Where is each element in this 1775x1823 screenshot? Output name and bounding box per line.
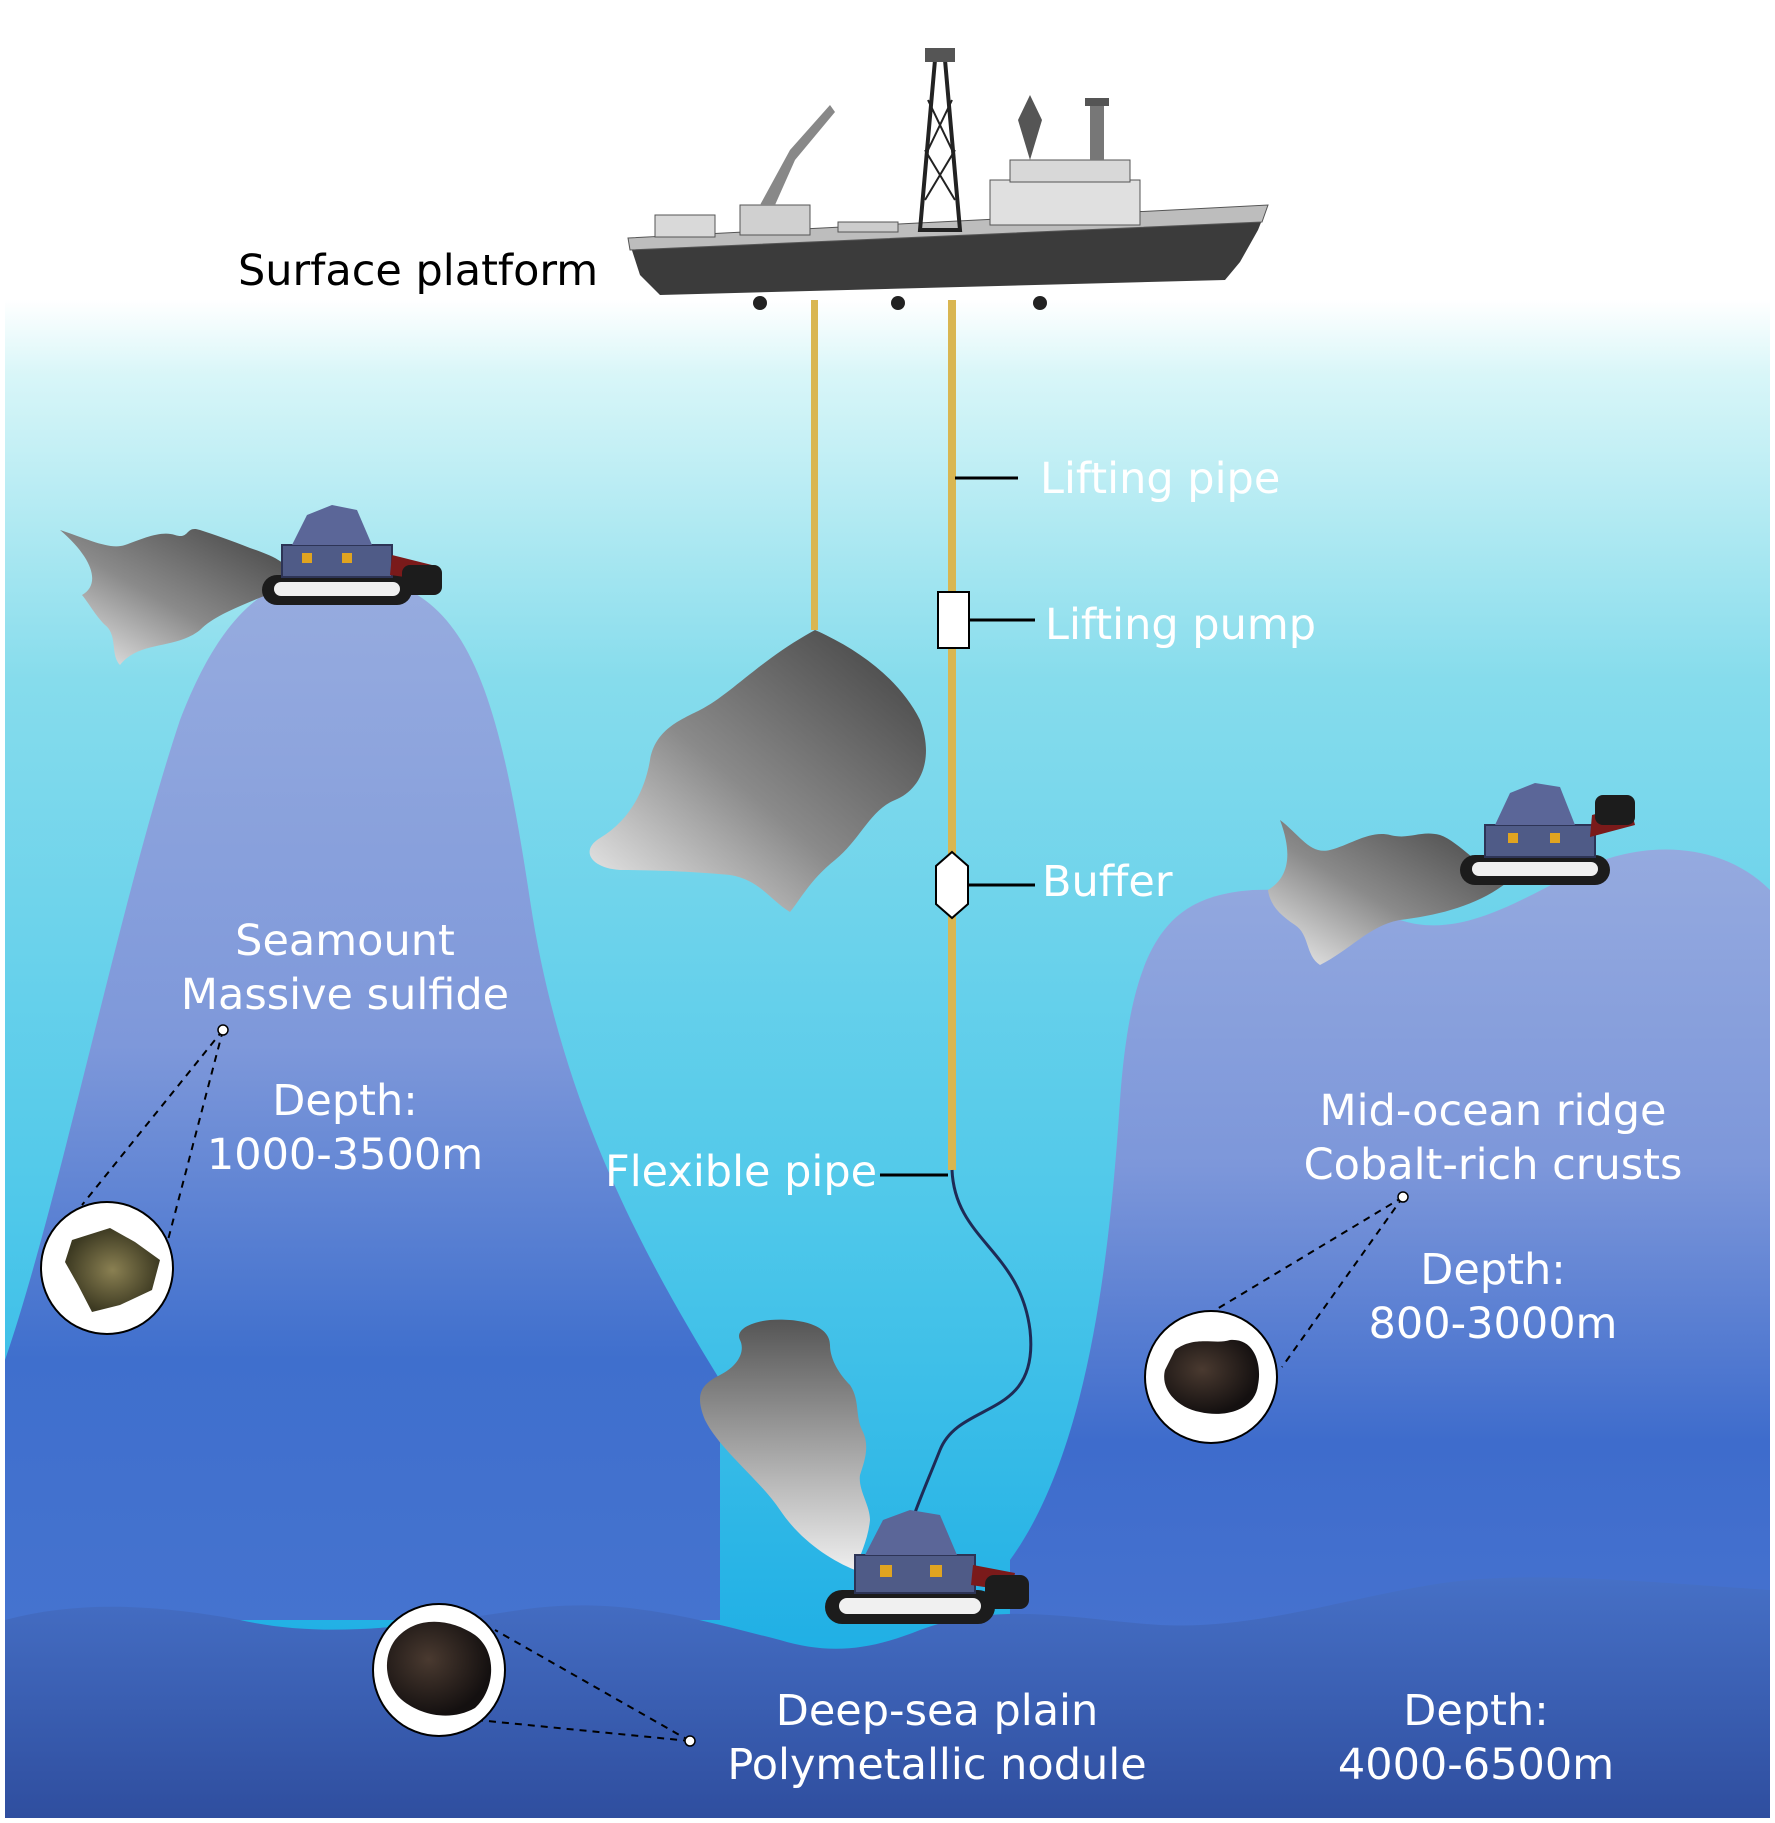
- flexible-pipe: [903, 1169, 1033, 1551]
- lifting-pump: [937, 591, 970, 649]
- left-pipe: [811, 300, 818, 630]
- plume-middle: [589, 630, 926, 912]
- collector-ridge: [1460, 783, 1635, 885]
- buffer: [935, 850, 969, 920]
- massive-sulfide-rock-icon: [40, 1024, 229, 1335]
- lifting-pipe: [948, 300, 956, 1170]
- plume-bottom: [700, 1319, 870, 1570]
- survey-ship-icon: [627, 48, 1269, 310]
- collector-seamount: [262, 505, 442, 605]
- cobalt-crust-rock-icon: [1144, 1191, 1409, 1444]
- polymetallic-nodule-icon: [372, 1603, 696, 1747]
- plume-left: [60, 528, 300, 665]
- seamount: [5, 574, 720, 1620]
- collector-plain: [825, 1510, 1029, 1624]
- plume-right: [1268, 820, 1510, 965]
